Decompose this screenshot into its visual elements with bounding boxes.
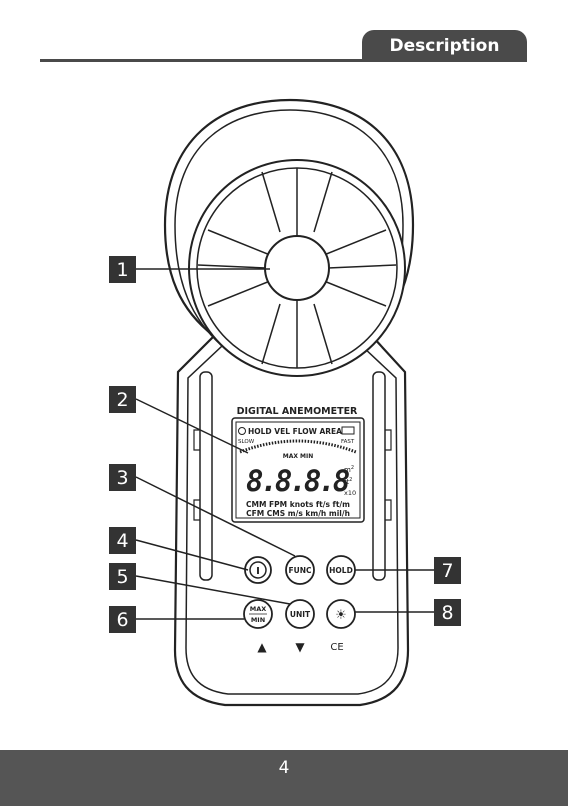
callout-8: 8	[434, 599, 461, 626]
lcd-unit-row2: CFM CMS m/s km/h mil/h	[246, 509, 350, 518]
left-grip	[200, 372, 212, 580]
lcd-slow: SLOW	[238, 439, 255, 445]
backlight-icon: ☀	[335, 608, 347, 623]
callout-4: 4	[109, 527, 136, 554]
max-label: MAX	[250, 605, 267, 613]
down-arrow-icon: ▼	[295, 640, 305, 654]
brand-label: DIGITAL ANEMOMETER	[237, 406, 358, 417]
min-label: MIN	[251, 616, 265, 624]
callout-1: 1	[109, 256, 136, 283]
func-button[interactable]: FUNC	[286, 556, 314, 584]
callout-5: 5	[109, 563, 136, 590]
callout-7: 7	[434, 557, 461, 584]
max-min-button[interactable]: MAX MIN	[244, 600, 272, 628]
lcd-unit-row1: CMM FPM knots ft/s ft/m	[246, 500, 350, 509]
hold-label: HOLD	[329, 566, 353, 575]
unit-button[interactable]: UNIT	[286, 600, 314, 628]
callout-6: 6	[109, 606, 136, 633]
page-number: 4	[0, 758, 568, 778]
power-button[interactable]: I	[245, 557, 271, 583]
up-arrow-icon: ▲	[257, 640, 267, 654]
lcd-digits: 8.8.8.8	[246, 464, 350, 498]
lcd-fast: FAST	[341, 439, 355, 445]
func-label: FUNC	[289, 566, 312, 575]
callout-2: 2	[109, 386, 136, 413]
backlight-button[interactable]: ☀	[327, 600, 355, 628]
hold-button[interactable]: HOLD	[327, 556, 355, 584]
lcd-max-min: MAX MIN	[283, 453, 314, 460]
lcd-top-row: HOLD VEL FLOW AREA	[248, 427, 342, 436]
power-label: I	[256, 566, 260, 577]
fan-hub	[265, 236, 329, 300]
unit-label: UNIT	[290, 610, 311, 619]
lcd-x10: x10	[344, 489, 356, 497]
ce-mark: CE	[330, 642, 343, 653]
callout-3: 3	[109, 464, 136, 491]
right-grip	[373, 372, 385, 580]
